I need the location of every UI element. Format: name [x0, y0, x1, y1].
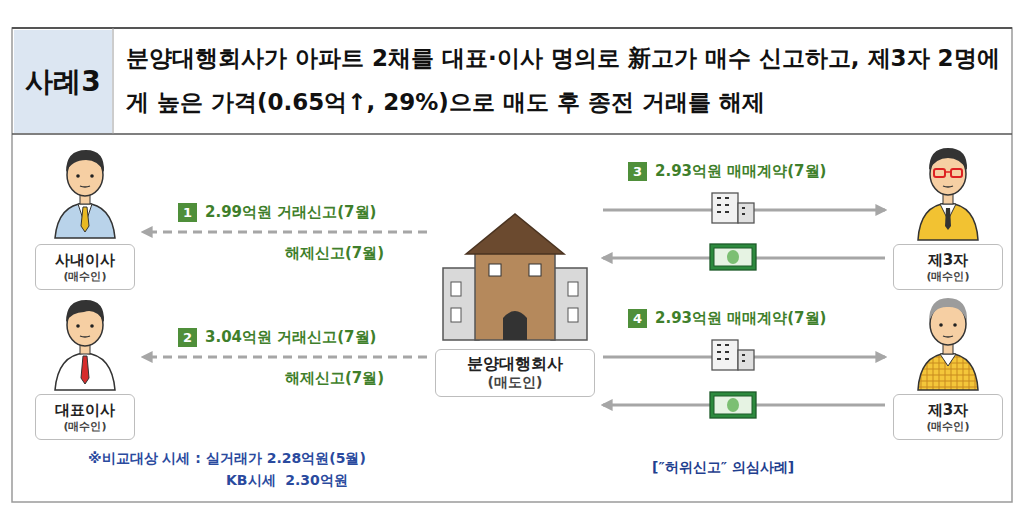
case-number: 사례3: [25, 63, 100, 101]
header-rule: [12, 133, 1012, 135]
person-figure: [55, 150, 115, 238]
person-figure: [918, 298, 978, 390]
price-note: KB시세 2.30억원: [226, 472, 348, 490]
party-role: (매수인): [926, 420, 969, 434]
edge-label: 2.93억원 매매계약(7월): [653, 162, 828, 181]
buyer-node: 대표이사(매수인): [35, 295, 135, 440]
label-box: 분양대행회사(매도인): [435, 349, 595, 397]
report-arrow: [143, 231, 427, 234]
party-name: 제3자: [928, 401, 968, 420]
case-tag: [″허위신고″ 의심사례]: [652, 459, 794, 477]
callout-number: 2: [178, 328, 197, 347]
callout-number: 3: [628, 162, 647, 181]
party-role: (매수인): [63, 270, 106, 284]
report-arrow: [143, 356, 427, 359]
building-icon: [712, 340, 754, 370]
header-divider: [113, 28, 114, 134]
money-icon: [710, 244, 756, 270]
person-figure: [55, 300, 115, 390]
cancel-report-label: 해제신고(7월): [283, 369, 386, 388]
buyer-node: 제3자(매수인): [893, 295, 1003, 440]
building-icon: [712, 193, 754, 223]
party-role: (매수인): [926, 270, 969, 284]
label-box: 사내이사(매수인): [35, 244, 135, 290]
outer-frame: [12, 28, 1012, 502]
office-building: [443, 214, 587, 340]
party-name: 제3자: [928, 251, 968, 270]
party-role: (매수인): [63, 420, 106, 434]
callout-number: 4: [628, 309, 647, 328]
person-figure: [918, 148, 978, 240]
buyer-node: 제3자(매수인): [893, 145, 1003, 290]
party-name: 분양대행회사: [467, 354, 563, 374]
callout-number: 1: [178, 203, 197, 222]
party-name: 대표이사: [55, 401, 115, 420]
label-box: 제3자(매수인): [893, 394, 1003, 440]
money-icon: [710, 392, 756, 418]
edge-label: 2.99억원 거래신고(7월): [203, 203, 378, 222]
price-note: ※비교대상 시세 : 실거래가 2.28억원(5월): [88, 450, 366, 468]
party-role: (매도인): [488, 374, 543, 392]
title-text: 분양대행회사가 아파트 2채를 대표·이사 명의로 新고가 매수 신고하고, 제…: [126, 32, 1006, 130]
header-top-rule: [12, 27, 1012, 29]
cancel-report-label: 해제신고(7월): [283, 244, 386, 263]
case-badge: 사례3: [14, 30, 112, 133]
party-name: 사내이사: [55, 251, 115, 270]
buyer-node: 사내이사(매수인): [35, 145, 135, 290]
label-box: 대표이사(매수인): [35, 394, 135, 440]
edge-label: 3.04억원 거래신고(7월): [203, 328, 378, 347]
edge-label: 2.93억원 매매계약(7월): [653, 309, 828, 328]
label-box: 제3자(매수인): [893, 244, 1003, 290]
seller-node: 분양대행회사(매도인): [435, 215, 595, 397]
